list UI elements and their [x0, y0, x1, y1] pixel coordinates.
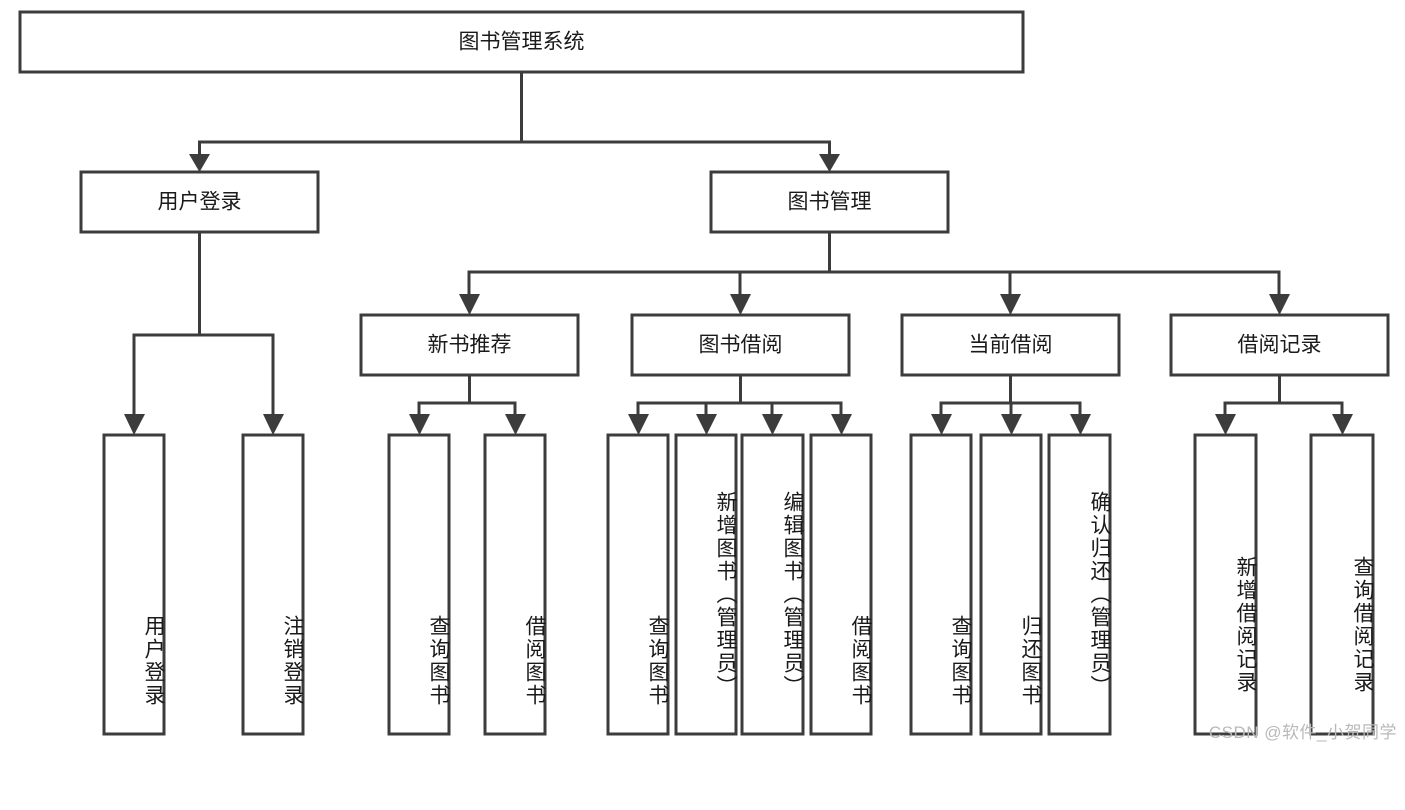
- edge-group-book-borrow-children: [628, 373, 852, 435]
- node-box-nbr-query-book[interactable]: [387, 433, 451, 736]
- arrowhead-user-logout: [263, 414, 284, 435]
- csdn-watermark: CSDN @软件_小贺同学: [1208, 723, 1397, 742]
- node-box-bb-query-book[interactable]: [606, 433, 670, 736]
- arrowhead-current-borrow: [1000, 294, 1021, 315]
- node-label-root: 图书管理系统: [459, 31, 585, 54]
- node-label-book-manage: 图书管理: [788, 191, 872, 214]
- node-box-cb-confirm-return[interactable]: [1047, 433, 1112, 736]
- edge-group-new-book-recommend-children: [409, 373, 526, 435]
- node-root[interactable]: 图书管理系统: [18, 10, 1025, 74]
- node-box-root[interactable]: [18, 10, 1025, 74]
- arrowhead-user-login-do: [124, 414, 145, 435]
- node-label-user-login: 用户登录: [158, 191, 242, 214]
- node-box-new-book-recommend[interactable]: [359, 313, 580, 377]
- node-box-borrow-record[interactable]: [1169, 313, 1390, 377]
- node-user-login[interactable]: 用户登录: [79, 170, 320, 234]
- node-box-bb-add-book[interactable]: [674, 433, 738, 736]
- arrowhead-book-borrow: [730, 294, 751, 315]
- edge-group-borrow-record-children: [1215, 373, 1353, 435]
- diagram-canvas: 图书管理系统 用户登录 图书管理 新书推荐 图书借阅 当前借阅 借阅记录: [18, 10, 1397, 742]
- edge-group-root-to-level1: [189, 70, 840, 172]
- arrowhead-bb-borrow-book: [831, 414, 852, 435]
- arrowhead-br-add-record: [1215, 414, 1236, 435]
- arrowhead-bb-edit-book: [762, 414, 783, 435]
- node-box-br-query-record[interactable]: [1309, 433, 1375, 736]
- edge-group-user-login-children: [124, 230, 284, 435]
- tree-diagram-svg: 图书管理系统 用户登录 图书管理 新书推荐 图书借阅 当前借阅 借阅记录: [18, 10, 1390, 736]
- arrowhead-cb-query-book: [931, 414, 952, 435]
- arrowhead-cb-confirm-return: [1070, 414, 1091, 435]
- arrowhead-cb-return-book: [1001, 414, 1022, 435]
- node-label-book-borrow: 图书借阅: [699, 334, 783, 357]
- node-new-book-recommend[interactable]: 新书推荐: [359, 313, 580, 377]
- node-box-bb-borrow-book[interactable]: [809, 433, 873, 736]
- arrowhead-book-manage: [819, 154, 840, 172]
- node-box-bb-edit-book[interactable]: [740, 433, 805, 736]
- arrowhead-nbr-query-book: [409, 414, 430, 435]
- node-label-current-borrow: 当前借阅: [969, 334, 1053, 357]
- arrowhead-borrow-record: [1269, 294, 1290, 315]
- arrowhead-br-query-record: [1332, 414, 1353, 435]
- node-box-cb-query-book[interactable]: [909, 433, 973, 736]
- node-book-borrow[interactable]: 图书借阅: [630, 313, 851, 377]
- leaf-box-group: [102, 433, 1375, 736]
- arrowhead-bb-add-book: [696, 414, 717, 435]
- node-label-new-book-recommend: 新书推荐: [428, 334, 512, 357]
- node-book-manage[interactable]: 图书管理: [709, 170, 950, 234]
- edge-group-book-manage-children: [459, 230, 1290, 315]
- node-box-nbr-borrow-book[interactable]: [483, 433, 547, 736]
- node-box-book-borrow[interactable]: [630, 313, 851, 377]
- node-borrow-record[interactable]: 借阅记录: [1169, 313, 1390, 377]
- arrowhead-bb-query-book: [628, 414, 649, 435]
- node-box-book-manage[interactable]: [709, 170, 950, 234]
- node-label-borrow-record: 借阅记录: [1238, 334, 1322, 357]
- arrowhead-new-book-recommend: [459, 294, 480, 315]
- node-box-user-login-do[interactable]: [102, 433, 166, 736]
- node-box-current-borrow[interactable]: [900, 313, 1121, 377]
- arrowhead-nbr-borrow-book: [505, 414, 526, 435]
- node-current-borrow[interactable]: 当前借阅: [900, 313, 1121, 377]
- node-box-br-add-record[interactable]: [1193, 433, 1258, 736]
- node-box-user-login[interactable]: [79, 170, 320, 234]
- edge-group-current-borrow-children: [931, 373, 1091, 435]
- node-box-user-logout[interactable]: [241, 433, 305, 736]
- arrowhead-user-login: [189, 154, 210, 172]
- node-box-cb-return-book[interactable]: [979, 433, 1043, 736]
